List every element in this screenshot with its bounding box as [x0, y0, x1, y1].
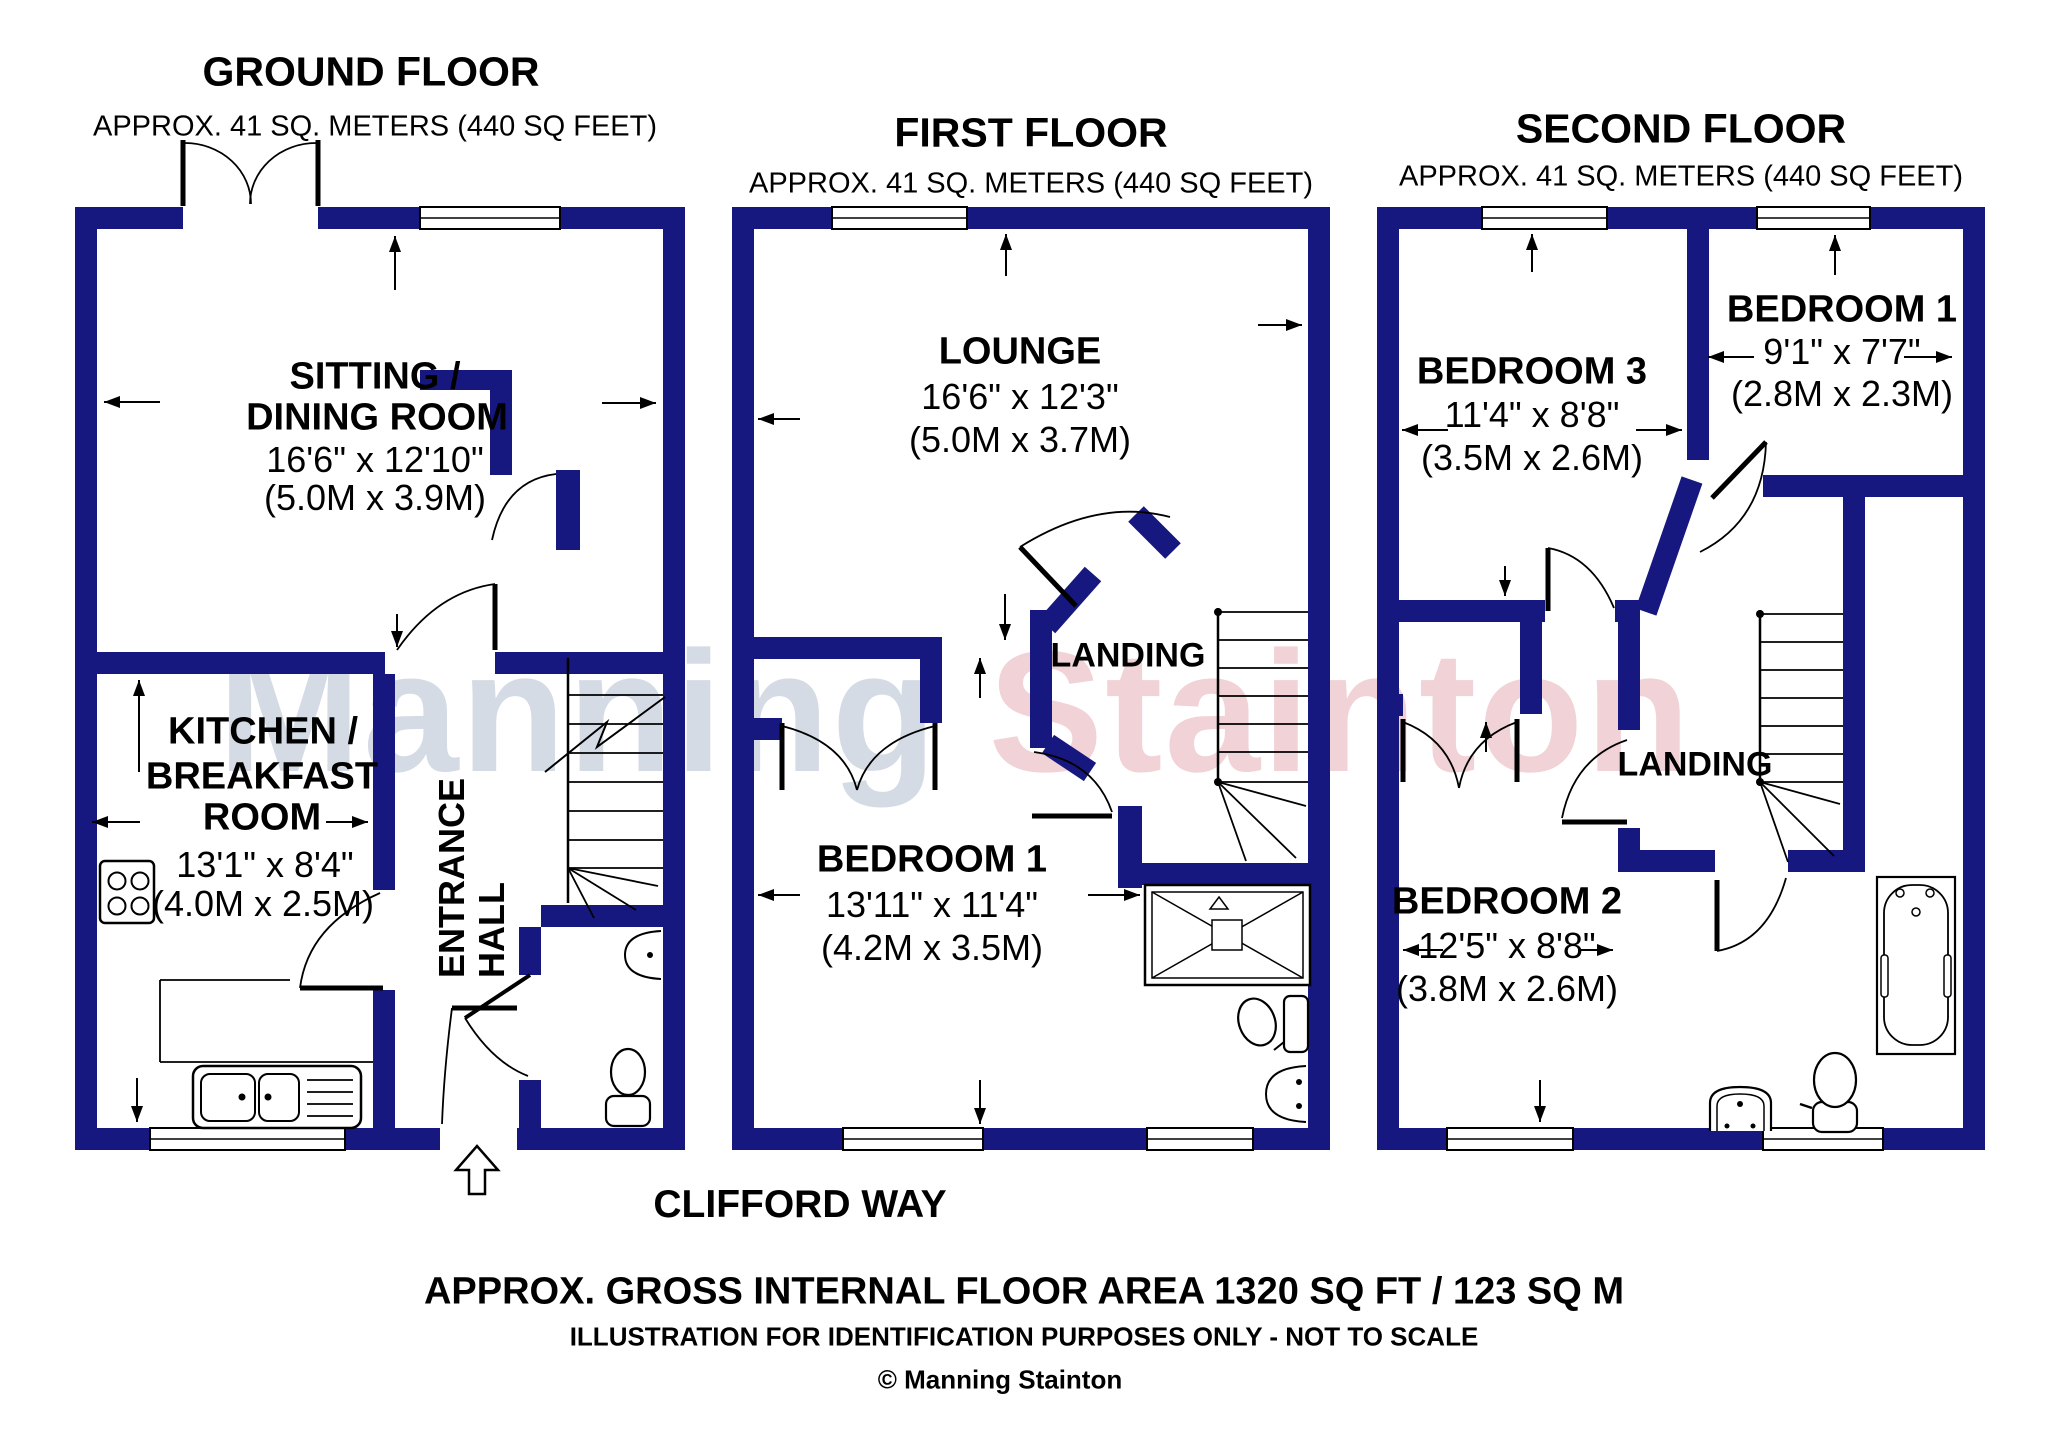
second-floor-subtitle: APPROX. 41 SQ. METERS (440 SQ FEET)	[1398, 160, 1964, 193]
ground-stairs	[544, 658, 666, 919]
shower-icon	[1143, 883, 1312, 987]
first-windows	[831, 206, 1254, 1151]
disclaimer-text: ILLUSTRATION FOR IDENTIFICATION PURPOSES…	[569, 1321, 1479, 1352]
kitchen-dims-m: (4.0M x 2.5M)	[151, 883, 375, 924]
second-bedroom1-dims-m: (2.8M x 2.3M)	[1730, 373, 1954, 414]
entrance-arrow-icon	[453, 1144, 501, 1196]
sitting-room-label-2: DINING ROOM	[246, 396, 508, 439]
kitchen-dims-ft: 13'1" x 8'4"	[176, 844, 354, 885]
first-landing-label: LANDING	[1050, 636, 1206, 675]
first-bedroom1-dims-ft: 13'11" x 11'4"	[825, 884, 1039, 925]
first-floor-plan	[732, 206, 1330, 1151]
first-floor-title: FIRST FLOOR	[894, 109, 1168, 156]
gross-area-text: APPROX. GROSS INTERNAL FLOOR AREA 1320 S…	[423, 1270, 1625, 1313]
watermark-last-word: Stainton	[988, 616, 1693, 808]
second-floor-title: SECOND FLOOR	[1515, 105, 1847, 152]
ground-windows	[149, 206, 561, 1151]
second-floor-plan	[1377, 206, 1985, 1151]
second-bedroom1-dims-ft: 9'1" x 7'7"	[1763, 331, 1921, 372]
second-toilet-icon	[1799, 1051, 1859, 1134]
second-dimension-arrows	[1402, 234, 1952, 1122]
kitchen-label-3: ROOM	[202, 796, 322, 839]
kitchen-label-2: BREAKFAST	[145, 755, 379, 798]
entrance-hall-line-1: ENTRANCE	[431, 777, 472, 979]
lounge-label: LOUNGE	[938, 330, 1102, 373]
sitting-room-dims-ft: 16'6" x 12'10"	[266, 439, 484, 480]
second-windows	[1446, 206, 1884, 1151]
first-dimension-arrows	[758, 234, 1302, 1124]
bath-icon	[1875, 875, 1957, 1056]
ground-floor-subtitle: APPROX. 41 SQ. METERS (440 SQ FEET)	[92, 110, 658, 143]
kitchen-label-1: KITCHEN /	[168, 710, 358, 753]
second-bedroom1-label: BEDROOM 1	[1726, 288, 1958, 331]
lounge-dims-ft: 16'6" x 12'3"	[921, 376, 1119, 417]
entrance-hall-label: ENTRANCE HALL	[431, 777, 512, 979]
street-name: CLIFFORD WAY	[653, 1183, 947, 1226]
first-doors	[779, 510, 1171, 819]
first-basin-icon	[1264, 1065, 1307, 1123]
bedroom3-dims-ft: 11'4" x 8'8"	[1444, 394, 1620, 435]
second-landing-label: LANDING	[1617, 745, 1773, 784]
second-basin-icon	[1708, 1085, 1773, 1131]
second-stairs	[1756, 610, 1843, 863]
kitchen-counter	[159, 979, 373, 1063]
first-stairs	[1214, 608, 1308, 862]
ground-doors	[180, 140, 557, 1125]
kitchen-sink-icon	[191, 1064, 363, 1130]
ground-basin-icon	[623, 930, 662, 980]
bedroom2-dims-m: (3.8M x 2.6M)	[1395, 968, 1619, 1009]
ground-floor-title: GROUND FLOOR	[202, 48, 540, 95]
bedroom2-dims-ft: 12'5" x 8'8"	[1418, 925, 1596, 966]
ground-floor-plan	[75, 140, 685, 1196]
first-bedroom1-dims-m: (4.2M x 3.5M)	[820, 927, 1044, 968]
ground-toilet-icon	[604, 1047, 652, 1128]
bedroom3-dims-m: (3.5M x 2.6M)	[1420, 437, 1644, 478]
hob-icon	[98, 859, 156, 925]
ground-dimension-arrows	[92, 236, 656, 1122]
entrance-hall-line-2: HALL	[471, 882, 512, 979]
first-toilet-icon	[1237, 994, 1310, 1054]
sitting-room-label-1: SITTING /	[289, 355, 461, 398]
copyright-text: © Manning Stainton	[877, 1364, 1123, 1395]
lounge-dims-m: (5.0M x 3.7M)	[908, 419, 1132, 460]
first-bedroom1-label: BEDROOM 1	[816, 838, 1048, 881]
second-doors	[1400, 440, 1787, 952]
bedroom3-label: BEDROOM 3	[1416, 350, 1648, 393]
bedroom2-label: BEDROOM 2	[1391, 880, 1623, 923]
sitting-room-dims-m: (5.0M x 3.9M)	[263, 477, 487, 518]
first-floor-subtitle: APPROX. 41 SQ. METERS (440 SQ FEET)	[748, 167, 1314, 200]
